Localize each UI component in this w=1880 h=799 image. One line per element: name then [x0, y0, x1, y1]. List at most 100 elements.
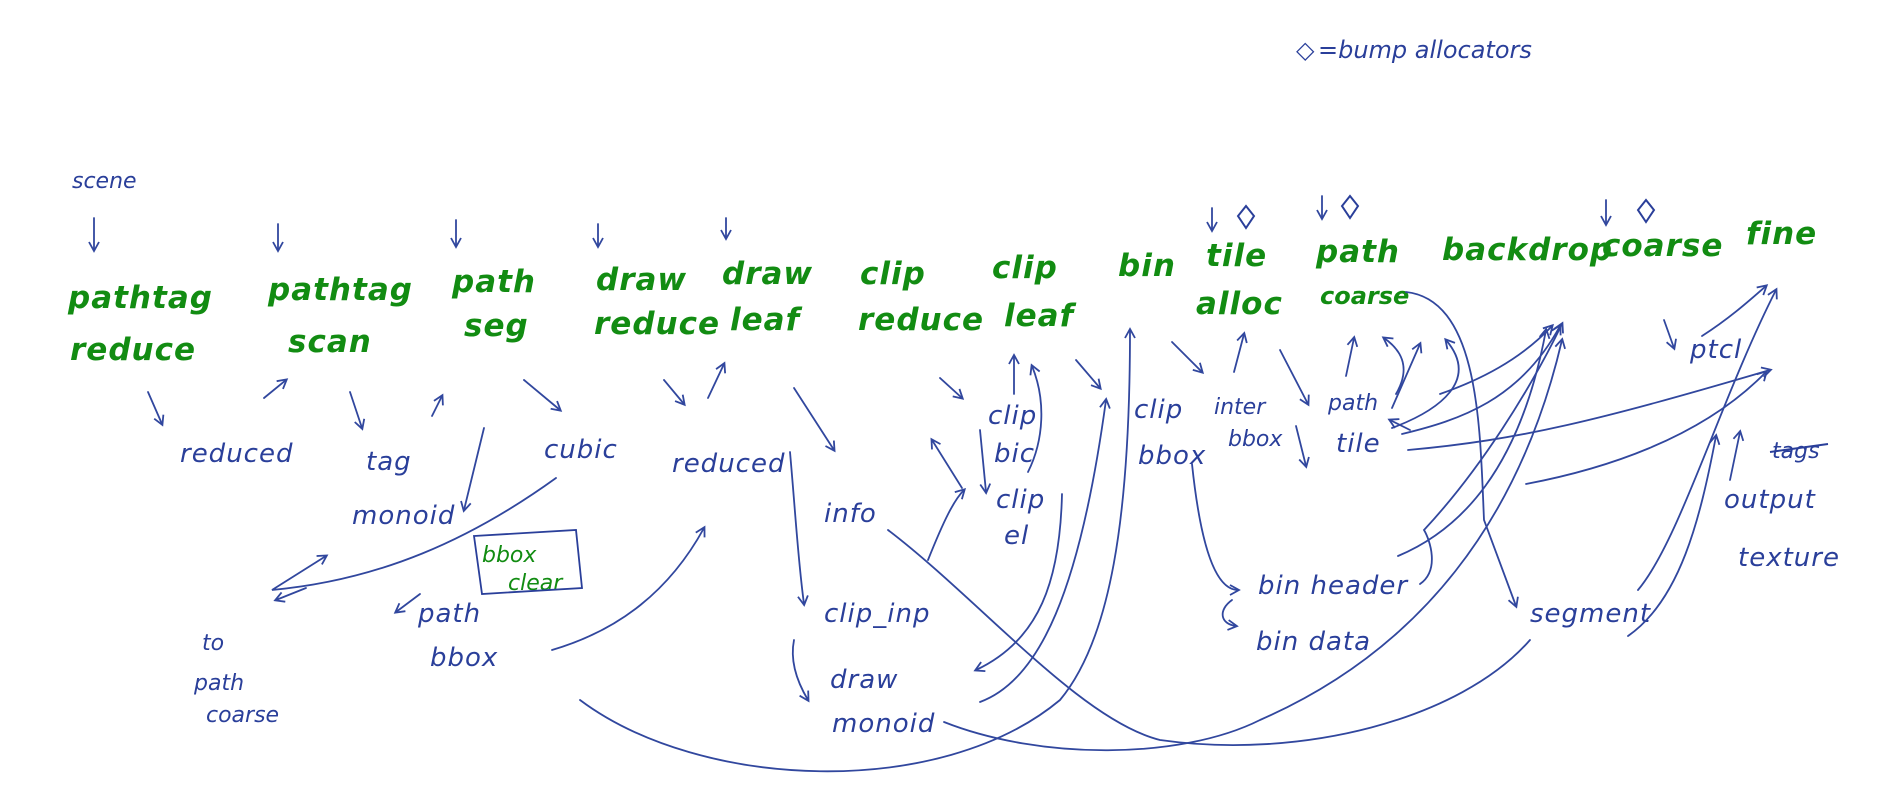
arrow [663, 379, 686, 407]
arrow [349, 391, 366, 431]
arrow [1391, 341, 1423, 409]
arrow [707, 361, 727, 399]
arrow [927, 487, 967, 561]
arrow [1401, 323, 1562, 435]
buffer-clip-el-1: clip [996, 485, 1045, 515]
arrow [1387, 418, 1411, 431]
arrow [979, 397, 1111, 703]
arrow [1233, 331, 1248, 373]
buffer-clip-inp: clip_inp [824, 599, 930, 629]
buffer-clip-bic-2: bic [994, 439, 1035, 469]
arrow [431, 393, 444, 417]
buffer-clip-bbox-2: bbox [1138, 441, 1206, 471]
arrow [1191, 463, 1241, 596]
arrow [393, 593, 421, 614]
bump-markers [1236, 194, 1656, 230]
stage-clip-leaf-line2: leaf [1004, 298, 1077, 334]
arrows [88, 195, 1778, 773]
to-label-3: coarse [206, 703, 279, 728]
arrow [1637, 287, 1778, 591]
stage-fine: fine [1746, 216, 1817, 252]
buffer-clip-el-2: el [1004, 521, 1029, 551]
strikethrough [1769, 443, 1829, 453]
arrow [273, 587, 307, 603]
stage-draw-leaf-line1: draw [722, 256, 813, 292]
buffer-bbox-clear-1: bbox [482, 543, 537, 568]
stage-draw-reduce-line2: reduce [594, 306, 720, 342]
arrow [1027, 363, 1043, 473]
buffer-clip-bic-1: clip [988, 401, 1037, 431]
arrow [1075, 359, 1102, 391]
buffer-segment: segment [1530, 599, 1651, 629]
arrow [1729, 429, 1745, 481]
arrow [973, 493, 1063, 673]
arrow [1525, 369, 1768, 485]
bump-allocator-icon: ◇ [1296, 36, 1315, 64]
buffer-ptcl: ptcl [1689, 335, 1742, 365]
stage-pathtag-reduce-line2: reduce [70, 332, 196, 368]
arrow [271, 477, 557, 591]
stage-draw-leaf-line2: leaf [730, 302, 803, 338]
buffer-bbox: bbox [430, 643, 498, 673]
arrow [1391, 337, 1460, 429]
stage-path-coarse-line2: coarse [1320, 282, 1409, 310]
arrow [939, 377, 965, 400]
stages: pathtag reduce pathtag scan path seg dra… [67, 216, 1817, 368]
arrow [1171, 341, 1205, 375]
stage-coarse: coarse [1602, 228, 1723, 264]
buffer-output-1: output [1724, 485, 1816, 515]
buffer-inter-bbox-2: bbox [1228, 427, 1283, 452]
bump-allocator-icon [1340, 194, 1360, 220]
buffer-path: path [417, 599, 481, 629]
stage-pathtag-scan-line2: scan [288, 324, 372, 360]
arrow [1405, 291, 1519, 609]
stage-path-seg-line2: seg [464, 308, 529, 344]
arrow [1397, 327, 1551, 557]
arrow [263, 378, 289, 399]
arrow [579, 327, 1136, 773]
stage-path-seg-line1: path [451, 264, 536, 300]
buffer-cubic: cubic [544, 435, 618, 465]
buffer-bin-header: bin header [1258, 571, 1409, 601]
buffer-monoid: monoid [352, 501, 455, 531]
buffer-tile: tile [1336, 429, 1381, 459]
arrow [1295, 425, 1310, 469]
stage-clip-reduce-line1: clip [860, 256, 926, 292]
arrow [1381, 336, 1405, 395]
to-label-1: to [202, 631, 224, 656]
arrow [930, 437, 963, 489]
arrow [1663, 319, 1677, 351]
bbox-clear-box [472, 529, 583, 595]
stage-bin: bin [1118, 248, 1176, 284]
stage-tile-alloc-line1: tile [1206, 238, 1267, 274]
stage-pathtag-scan-line1: pathtag [267, 272, 413, 308]
to-label-2: path [193, 671, 244, 696]
legend-label: =bump allocators [1318, 36, 1532, 64]
arrow [523, 379, 563, 412]
arrow [1419, 321, 1564, 585]
stage-backdrop: backdrop [1442, 232, 1613, 268]
arrow [460, 427, 485, 513]
buffer-bin-data: bin data [1256, 627, 1371, 657]
arrow [1279, 349, 1310, 407]
bump-allocator-icon [1636, 198, 1656, 224]
arrow [1407, 366, 1773, 451]
arrow [1345, 335, 1359, 377]
arrow [887, 529, 1531, 746]
arrow [943, 337, 1566, 752]
buffer-reduced-1: reduced [180, 439, 293, 469]
buffer-info: info [824, 499, 877, 529]
buffer-reduced-2: reduced [672, 449, 785, 479]
buffer-output-2: texture [1738, 543, 1840, 573]
arrow [979, 429, 992, 495]
stage-path-coarse-line1: path [1315, 234, 1400, 270]
buffer-tag: tag [366, 447, 412, 477]
scene-input-label: scene [72, 169, 137, 194]
stage-pathtag-reduce-line1: pathtag [67, 280, 213, 316]
arrow [793, 387, 836, 453]
arrow [551, 525, 706, 651]
stage-draw-reduce-line1: draw [596, 262, 687, 298]
arrow [789, 451, 809, 607]
stage-clip-reduce-line2: reduce [858, 302, 984, 338]
